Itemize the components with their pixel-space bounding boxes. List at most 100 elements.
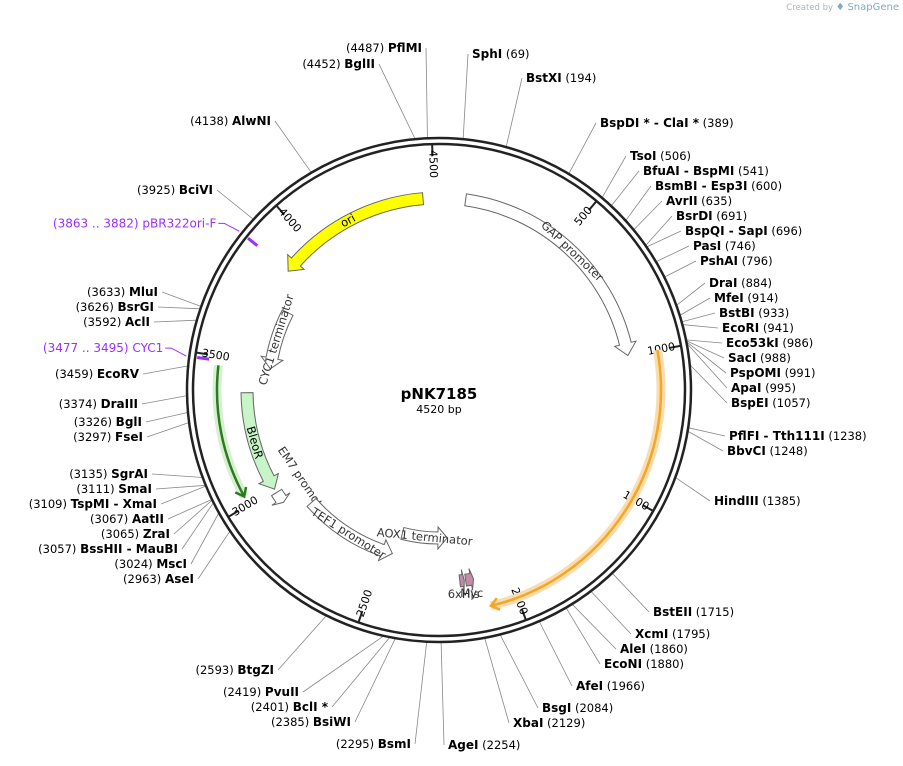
site-label-pvuii: (2419) PvuII — [223, 685, 299, 699]
site-label-xbai: XbaI (2129) — [513, 716, 585, 730]
site-leader-apai — [686, 342, 728, 389]
feature-myc — [464, 568, 475, 591]
site-leader-bstbi — [681, 312, 716, 323]
credit-brand: SnapGene — [847, 2, 899, 13]
site-label-bspdi-clai: BspDI * - ClaI * (389) — [600, 116, 734, 130]
site-label-zrai: (3065) ZraI — [101, 527, 170, 541]
site-leader-draiii — [141, 395, 188, 405]
site-leader-bsmi — [414, 641, 428, 745]
tick-1500 — [642, 504, 654, 512]
feature-ori — [287, 192, 425, 272]
site-label-aatii: (3067) AatII — [90, 512, 164, 526]
site-label-ecori: EcoRI (941) — [722, 321, 794, 335]
site-leader-saci — [685, 340, 725, 359]
primer-leader-cyc1 — [165, 347, 187, 357]
site-label-eco53ki: Eco53kI (986) — [726, 336, 813, 350]
site-label-bgli: (3326) BglI — [74, 415, 142, 429]
site-label-bsrgi: (3626) BsrGI — [76, 300, 154, 314]
site-leader-bspqi-sapi — [646, 230, 682, 248]
primer-leader-pbr322ori-f — [218, 222, 240, 232]
site-label-xcmi: XcmI (1795) — [635, 627, 710, 641]
site-leader-bspei — [689, 364, 728, 404]
credit-prefix: Created by — [786, 3, 834, 13]
site-leader-btgzi — [277, 615, 327, 671]
site-label-sphi: SphI (69) — [472, 47, 530, 61]
site-leader-pflmi — [425, 47, 428, 139]
site-label-bstbi: BstBI (933) — [719, 306, 789, 320]
feature-label-bleor: BleoR — [244, 425, 267, 461]
site-leader-bcli — [331, 636, 391, 708]
site-leader-bsrdi — [645, 215, 673, 246]
primers: (3863 .. 3882) pBR322ori-F(3477 .. 3495)… — [43, 216, 259, 361]
site-label-btgzi: (2593) BtgZI — [195, 663, 274, 677]
site-label-bsshii-maubi: (3057) BssHII - MauBI — [38, 542, 178, 556]
site-leader-ecori — [682, 324, 719, 329]
orange-orf-arrowhead — [489, 597, 501, 611]
site-leader-pflfi-tth111i — [688, 427, 726, 437]
feature-6xhis — [458, 569, 465, 592]
site-leader-bsgi — [499, 634, 539, 709]
site-leader-agei — [440, 641, 445, 746]
tick-3500 — [195, 351, 208, 356]
site-label-draiii: (3374) DraIII — [59, 397, 138, 411]
site-label-pflfi-tth111i: PflFI - Tth111I (1238) — [729, 429, 867, 443]
feature-tef1-promoter — [306, 497, 394, 562]
site-label-pasi: PasI (746) — [693, 239, 756, 253]
site-label-smai: (3111) SmaI — [76, 482, 152, 496]
feature-bleor — [240, 392, 280, 490]
site-leader-bsteii — [611, 572, 650, 613]
site-label-agei: AgeI (2254) — [448, 738, 520, 752]
site-leader-hindiii — [675, 477, 711, 502]
feature-label-myc: Myc — [460, 586, 483, 600]
site-leader-fsei — [146, 422, 190, 438]
site-label-msci: (3024) MscI — [114, 557, 187, 571]
site-label-bstxi: BstXI (194) — [526, 71, 596, 85]
site-leader-bspdi-clai — [568, 122, 597, 175]
site-leader-ecorv — [142, 365, 189, 375]
site-leader-eco53ki — [685, 339, 723, 344]
site-label-saci: SacI (988) — [728, 351, 791, 365]
tick-label-4000: 4000 — [276, 205, 304, 235]
site-label-hindiii: HindIII (1385) — [714, 494, 801, 508]
site-leader-acli — [153, 319, 197, 323]
site-label-mfei: MfeI (914) — [714, 291, 778, 305]
site-label-pflmi: (4487) PflMI — [346, 41, 422, 55]
site-leader-bcivi — [216, 189, 254, 220]
plasmid-length: 4520 bp — [416, 403, 461, 416]
site-leader-msci — [190, 512, 220, 565]
site-label-ecorv: (3459) EcoRV — [55, 367, 140, 381]
site-label-fsei: (3297) FseI — [73, 430, 143, 444]
site-label-bspqi-sapi: BspQI - SapI (696) — [685, 224, 802, 238]
site-leader-xbai — [484, 637, 510, 724]
site-label-drai: DraI (884) — [709, 276, 772, 290]
site-label-alwni: (4138) AlwNI — [190, 114, 271, 128]
plasmid-backbone — [185, 136, 693, 644]
site-label-asei: (2963) AseI — [123, 572, 194, 586]
tick-label-4500: 4500 — [426, 150, 440, 178]
primer-label-cyc1: (3477 .. 3495) CYC1 — [43, 341, 163, 355]
site-leader-tsoi — [601, 155, 627, 199]
site-label-bfuai-bspmi: BfuAI - BspMI (541) — [643, 164, 769, 178]
site-label-sgrai: (3135) SgrAI — [69, 467, 148, 481]
site-leader-bfuai-bspmi — [610, 170, 640, 207]
snapgene-logo-icon: ♦ — [835, 2, 845, 13]
site-leader-alwni — [274, 120, 312, 173]
plasmid-name: pNK7185 — [401, 385, 478, 403]
orange-orf-glow — [489, 349, 666, 611]
site-leader-asei — [197, 530, 231, 580]
tick-2000 — [520, 608, 527, 621]
site-label-tspmi-xmai: (3109) TspMI - XmaI — [29, 497, 157, 511]
site-leader-bgli — [145, 411, 189, 423]
site-label-acli: (3592) AclI — [83, 315, 150, 329]
feature-em7-promoter — [270, 488, 291, 506]
site-leader-mlui — [161, 291, 202, 307]
feature-cyc1-terminator — [260, 309, 294, 370]
site-leader-tspmi-xmai — [160, 485, 207, 505]
site-leader-avrii — [633, 200, 663, 231]
tick-label-2500: 2500 — [354, 588, 375, 619]
site-label-apai: ApaI (995) — [731, 381, 796, 395]
site-leader-mfei — [679, 297, 711, 316]
tick-label-3500: 3500 — [201, 347, 231, 364]
site-label-bsgi: BsgI (2084) — [542, 701, 613, 715]
